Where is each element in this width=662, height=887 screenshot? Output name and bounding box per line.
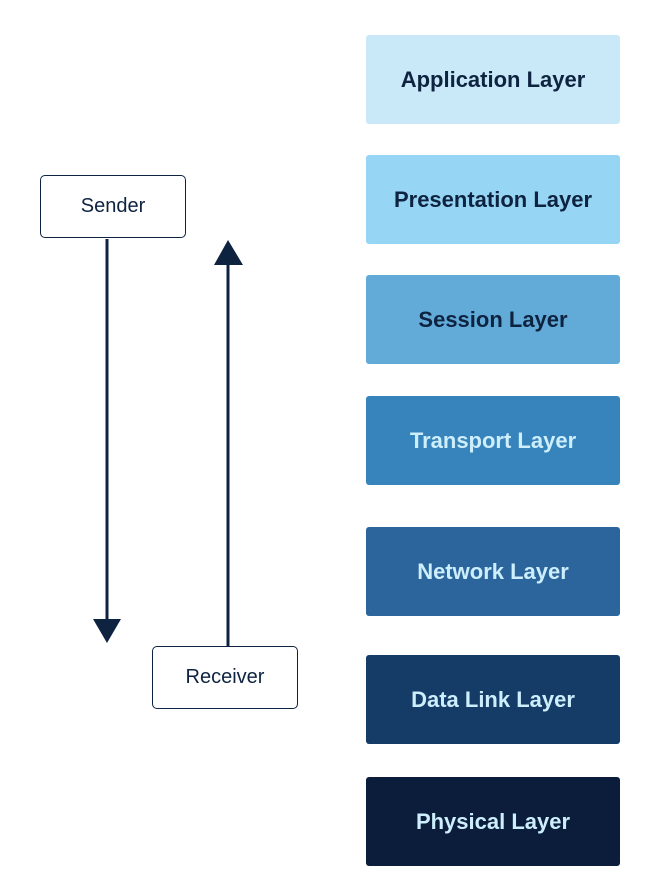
layer-transport-layer: Transport Layer [366, 396, 620, 485]
receiver-node: Receiver [152, 646, 298, 709]
up-arrowhead-icon [214, 240, 243, 265]
layer-presentation-layer: Presentation Layer [366, 155, 620, 244]
down-arrowhead-icon [93, 619, 121, 643]
layer-data-link-layer: Data Link Layer [366, 655, 620, 744]
layer-session-layer: Session Layer [366, 275, 620, 364]
sender-node: Sender [40, 175, 186, 238]
layer-application-layer: Application Layer [366, 35, 620, 124]
layer-network-layer: Network Layer [366, 527, 620, 616]
layer-physical-layer: Physical Layer [366, 777, 620, 866]
